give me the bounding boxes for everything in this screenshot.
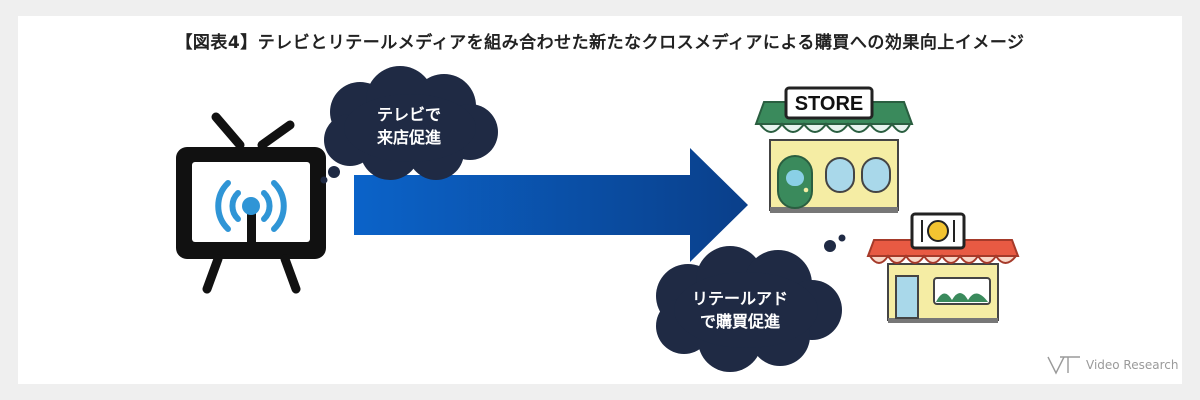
retail-bubble-text: リテールアド で購買促進 — [672, 287, 808, 333]
tv-icon — [176, 112, 326, 294]
store-sign-text: STORE — [795, 93, 864, 115]
tv-bubble-text: テレビで 来店促進 — [346, 103, 472, 149]
retail-thought-bubble-icon — [656, 234, 846, 372]
tv-bubble-line1: テレビで — [376, 105, 441, 124]
store-icon: STORE — [754, 86, 914, 213]
retail-bubble-line2: で購買促進 — [699, 312, 780, 331]
flow-arrow-icon — [354, 148, 748, 262]
brand-logo: Video Research — [1046, 354, 1178, 376]
brand-logo-icon — [1047, 356, 1080, 375]
tv-bubble-line2: 来店促進 — [376, 128, 441, 147]
diagram-title: 【図表4】テレビとリテールメディアを組み合わせた新たなクロスメディアによる購買へ… — [175, 33, 1025, 53]
retail-bubble-line1: リテールアド — [691, 289, 788, 308]
brand-name: Video Research — [1086, 358, 1179, 372]
restaurant-icon — [866, 212, 1020, 323]
tv-thought-bubble-icon — [320, 66, 498, 184]
